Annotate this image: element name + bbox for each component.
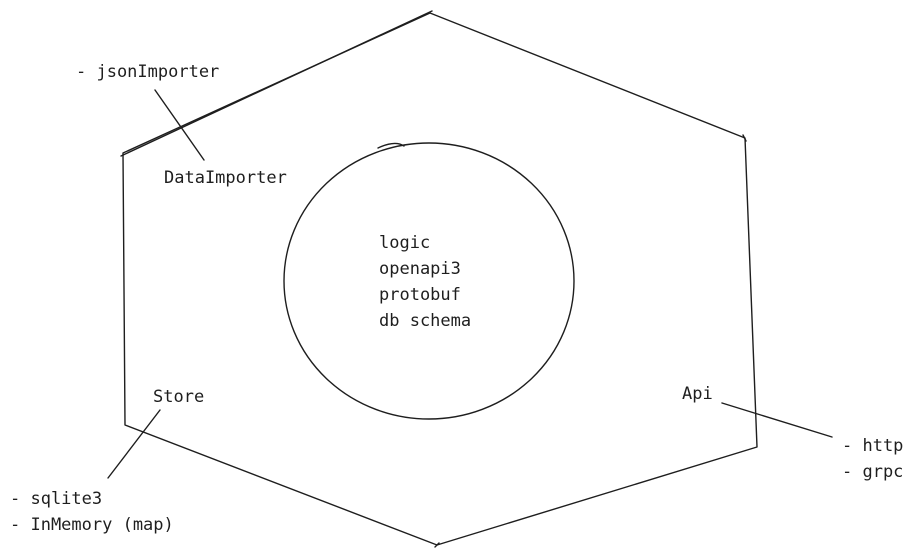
store-items-list: - sqlite3 - InMemory (map) — [10, 486, 174, 538]
json-importer-label: - jsonImporter — [76, 62, 220, 82]
inner-core-circle — [283, 142, 575, 420]
api-label: Api — [682, 384, 713, 404]
outer-hexagon-overstroke — [120, 10, 747, 548]
data-importer-label: DataImporter — [164, 168, 287, 188]
inner-core-circle-overstroke — [377, 142, 405, 149]
api-item-grpc: - grpc — [842, 462, 904, 482]
core-text-block: logic openapi3 protobuf db schema — [379, 230, 471, 334]
core-line-logic: logic — [379, 233, 431, 253]
store-label: Store — [153, 387, 205, 407]
outer-hexagon — [122, 12, 758, 546]
core-line-db-schema: db schema — [379, 311, 472, 331]
api-items-list: - http - grpc — [842, 433, 903, 485]
store-item-sqlite3: - sqlite3 — [10, 489, 103, 509]
store-connector — [107, 409, 161, 479]
core-line-protobuf: protobuf — [379, 285, 461, 305]
json-importer-connector — [154, 89, 205, 161]
api-item-http: - http — [842, 436, 904, 456]
core-line-openapi3: openapi3 — [379, 259, 461, 279]
api-connector — [721, 402, 833, 438]
store-item-inmemory: - InMemory (map) — [10, 515, 174, 535]
